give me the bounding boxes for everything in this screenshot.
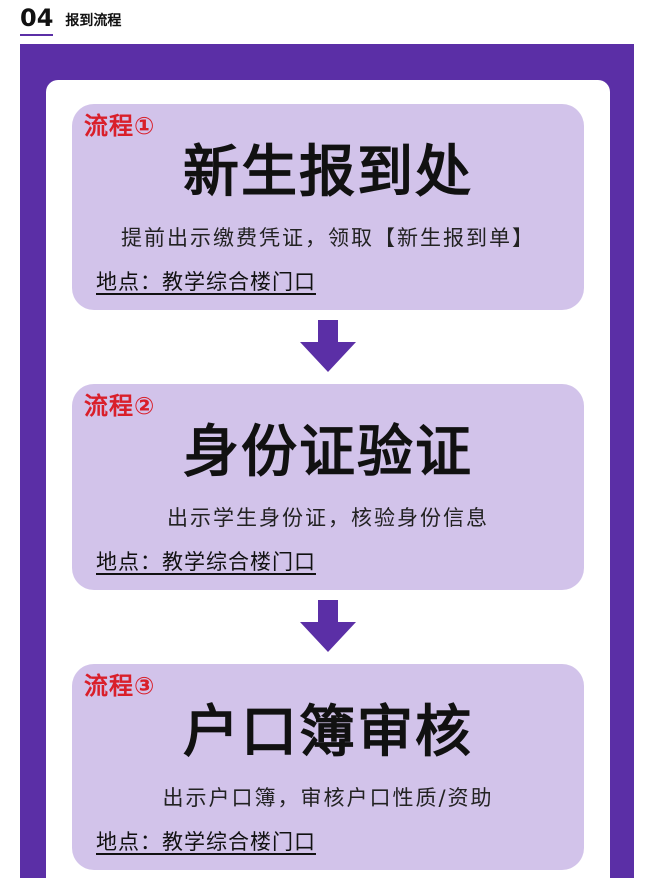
step-card-1: 流程① 新生报到处 提前出示缴费凭证，领取【新生报到单】 地点：教学综合楼门口 [72,104,584,310]
step-description: 出示学生身份证，核验身份信息 [167,506,489,530]
step-location: 地点：教学综合楼门口 [96,830,316,854]
step-location: 地点：教学综合楼门口 [96,550,316,574]
step-description: 出示户口簿，审核户口性质/资助 [162,786,494,810]
step-title: 身份证验证 [183,420,473,485]
section-header: 04 报到流程 [20,6,121,36]
step-label: 流程③ [84,672,156,700]
process-panel-inner: 流程① 新生报到处 提前出示缴费凭证，领取【新生报到单】 地点：教学综合楼门口 … [46,80,610,878]
step-label: 流程① [84,112,156,140]
step-location: 地点：教学综合楼门口 [96,270,316,294]
section-title: 报到流程 [65,13,122,29]
step-card-2: 流程② 身份证验证 出示学生身份证，核验身份信息 地点：教学综合楼门口 [72,384,584,590]
step-description: 提前出示缴费凭证，领取【新生报到单】 [121,226,535,250]
down-arrow-icon [298,320,358,372]
step-label: 流程② [84,392,156,420]
process-panel: 流程① 新生报到处 提前出示缴费凭证，领取【新生报到单】 地点：教学综合楼门口 … [20,44,634,878]
section-number: 04 [20,6,54,36]
down-arrow-icon [298,600,358,652]
step-card-3: 流程③ 户口簿审核 出示户口簿，审核户口性质/资助 地点：教学综合楼门口 [72,664,584,870]
step-title: 新生报到处 [183,140,473,205]
step-title: 户口簿审核 [183,700,473,765]
